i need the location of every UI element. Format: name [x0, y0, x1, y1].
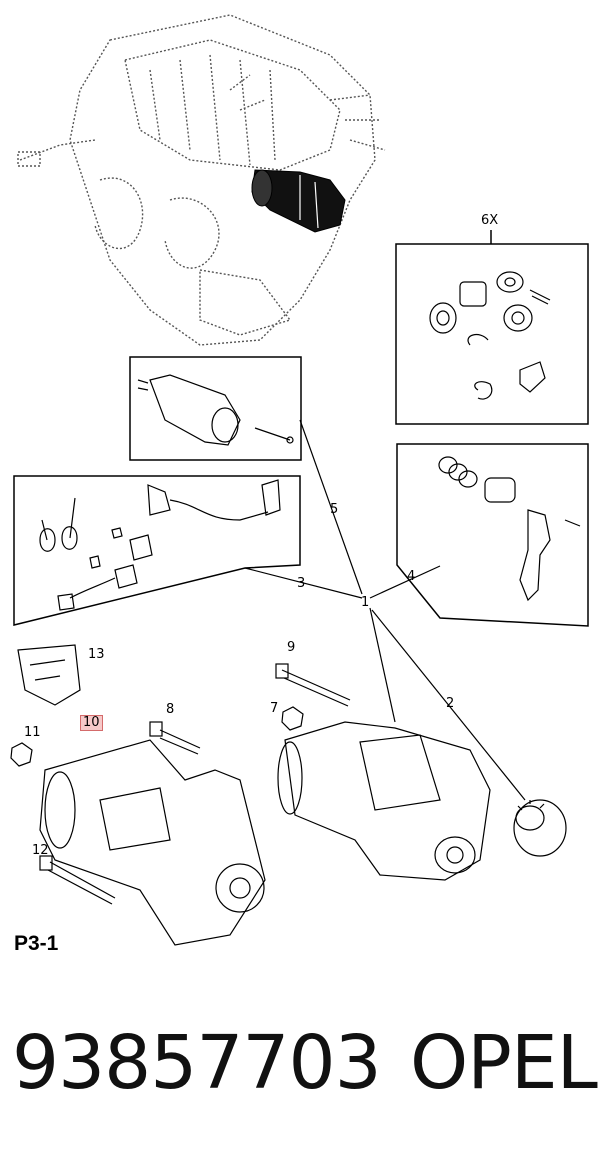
callout-13: 13	[88, 647, 105, 662]
callout-7: 7	[270, 701, 279, 716]
brushes-parts	[39, 479, 281, 611]
callout-10-highlighted[interactable]: 10	[80, 715, 103, 731]
callout-9: 9	[287, 640, 296, 655]
fasteners	[10, 663, 351, 905]
callout-2: 2	[446, 696, 455, 711]
parts-diagram: 6X 1 2 3 4 5 7 8 9 10 11 12 13 P3-1	[10, 14, 589, 955]
starter-motor-right	[277, 721, 491, 881]
engine-illustration	[17, 14, 386, 346]
page-reference: P3-1	[14, 932, 59, 955]
callout-12: 12	[32, 843, 49, 858]
callout-8: 8	[166, 702, 175, 717]
callout-4: 4	[407, 569, 416, 584]
footer: 93857703 OPEL	[0, 1020, 600, 1130]
starter-motor-left	[39, 739, 266, 946]
brushes-box	[13, 475, 301, 626]
bracket-part	[17, 644, 81, 706]
pinion-gear	[513, 799, 567, 857]
diagram-drawing	[10, 14, 589, 946]
drive-kit-box	[396, 443, 589, 627]
callout-11: 11	[24, 725, 41, 740]
group-quantity-label: 6X	[481, 213, 499, 228]
bushings-kit-parts	[429, 271, 551, 400]
callout-5: 5	[330, 502, 339, 517]
drive-kit-parts	[438, 456, 581, 602]
brand-name: OPEL	[410, 1020, 598, 1106]
callout-1: 1	[361, 595, 370, 610]
starter-on-engine	[251, 169, 346, 233]
solenoid-part	[137, 374, 294, 446]
part-number: 93857703	[12, 1020, 382, 1106]
callout-3: 3	[297, 576, 306, 591]
leader-lines	[244, 419, 526, 801]
solenoid-box	[129, 356, 302, 461]
bushings-kit-box	[395, 230, 589, 425]
